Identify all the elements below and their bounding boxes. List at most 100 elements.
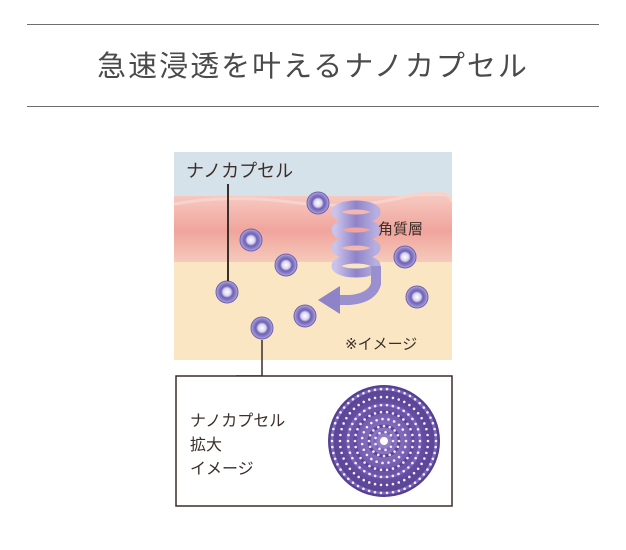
capsule-ring-dot (397, 423, 401, 427)
capsule-ring-dot (370, 421, 373, 425)
capsule-ring-dot (384, 430, 387, 434)
capsule-ring-dot (362, 478, 366, 482)
capsule-ring-dot (431, 457, 435, 461)
capsule-ring-dot (363, 418, 366, 421)
capsule-ring-dot (402, 400, 406, 404)
capsule-ring-dot (414, 456, 417, 460)
capsule-ring-dot (342, 473, 346, 476)
capsule-ring-dot (420, 416, 423, 420)
capsule-ring-dot (426, 468, 429, 471)
capsule-ring-dot (362, 487, 365, 491)
capsule-ring-dot (425, 451, 428, 455)
capsule-ring-dot (370, 457, 373, 461)
capsule-ring-dot (385, 410, 389, 414)
capsule-ring-dot (402, 469, 405, 473)
capsule-ring-dot (389, 445, 393, 449)
stratum-wave (174, 191, 452, 207)
capsule-ring-dot (367, 398, 371, 401)
capsule-ring-dot (411, 445, 414, 449)
capsule-ring-dot (414, 422, 417, 426)
capsule-ring-dot (379, 475, 383, 479)
capsule-ring-dot (413, 481, 417, 485)
capsule-ring-dot (338, 439, 342, 443)
capsule-ring-dot (373, 412, 377, 415)
capsule-ring-dot (402, 418, 405, 421)
capsule-ring-dot (408, 394, 412, 398)
capsule-ring-dot (385, 395, 389, 399)
capsule-ring-dot (360, 442, 364, 446)
capsule-ring-dot (368, 433, 372, 437)
capsule-ring-dot (362, 430, 366, 434)
capsule-ring-dot (353, 439, 357, 443)
capsule-ring-dot (389, 433, 393, 437)
capsule-ring-dot (391, 467, 395, 470)
capsule-ring-dot (385, 483, 389, 487)
capsule-dot (306, 191, 330, 215)
capsule-ring-dot (384, 448, 387, 452)
capsule-ring-dot (397, 481, 401, 484)
capsule-ring-dot (433, 451, 436, 455)
capsule-ring-dot (412, 471, 416, 475)
capsule-ring-dot (373, 404, 377, 408)
capsule-ring-dot (407, 413, 410, 416)
capsule-ring-dot (374, 436, 377, 440)
capsule-ring-dot (373, 482, 377, 486)
capsule-ring-dot (373, 467, 377, 470)
capsule-dot (250, 316, 274, 340)
capsule-ring-dot (352, 407, 356, 411)
capsule-ring-dot (406, 422, 409, 426)
bottom-rule (27, 106, 599, 107)
capsule-ring-dot (351, 397, 355, 401)
capsule-ring-dot (392, 459, 396, 462)
capsule-ring-dot (348, 467, 352, 471)
capsule-ring-dot (368, 406, 371, 410)
capsule-ring-dot (409, 451, 412, 455)
capsule-ring-dot (362, 448, 366, 452)
capsule-ring-dot (408, 475, 411, 479)
capsule-ring-dot (362, 400, 366, 404)
capsule-ring-dot (382, 424, 386, 428)
capsule-ring-dot (378, 447, 381, 451)
capsule-ring-dot (342, 422, 345, 425)
capsule-dot (393, 245, 417, 269)
capsule-ring-dot (397, 414, 400, 418)
capsule-ring-dot (359, 456, 362, 460)
capsule-ring-dot (367, 481, 371, 484)
capsule-ring-dot (365, 453, 369, 457)
capsule-ring-dot (403, 445, 407, 449)
capsule-ring-dot (340, 427, 343, 431)
stratum-label: 角質層 (378, 220, 423, 238)
capsule-ring-dot (340, 451, 343, 455)
capsule-ring-dot (391, 490, 395, 494)
capsule-ring-dot (402, 409, 405, 413)
capsule-ring-dot (379, 491, 383, 495)
capsule-ring-dot (333, 421, 337, 425)
capsule-ring-dot (373, 490, 377, 494)
capsule-ring-dot (426, 439, 430, 443)
capsule-ring-dot (382, 454, 386, 458)
capsule-ring-dot (348, 451, 352, 454)
capsule-ring-dot (332, 451, 335, 455)
capsule-ring-dot (342, 457, 345, 460)
capsule-ring-dot (379, 468, 383, 472)
capsule-ring-dot (397, 472, 400, 476)
capsule-ring-dot (351, 481, 355, 485)
capsule-ring-dot (331, 445, 334, 449)
capsule-ring-dot (372, 450, 375, 453)
capsule-ring-dot (434, 439, 438, 443)
capsule-ring-dot (354, 417, 357, 421)
capsule-ring-dot (416, 428, 420, 431)
capsule-ring-dot (376, 453, 380, 457)
capsule-ring-dot (379, 410, 383, 414)
capsule-ring-dot (396, 445, 400, 449)
capsule-ring-dot (356, 451, 359, 455)
capsule-ring-dot (416, 467, 420, 471)
capsule-ring-dot (379, 403, 383, 407)
capsule-ring-dot (385, 403, 389, 407)
capsule-ring-dot (433, 427, 436, 431)
capsule-ring-dot (391, 474, 395, 478)
capsule-ring-dot (418, 445, 421, 449)
capsule-ring-dot (401, 428, 405, 431)
capsule-ring-dot (354, 433, 357, 437)
